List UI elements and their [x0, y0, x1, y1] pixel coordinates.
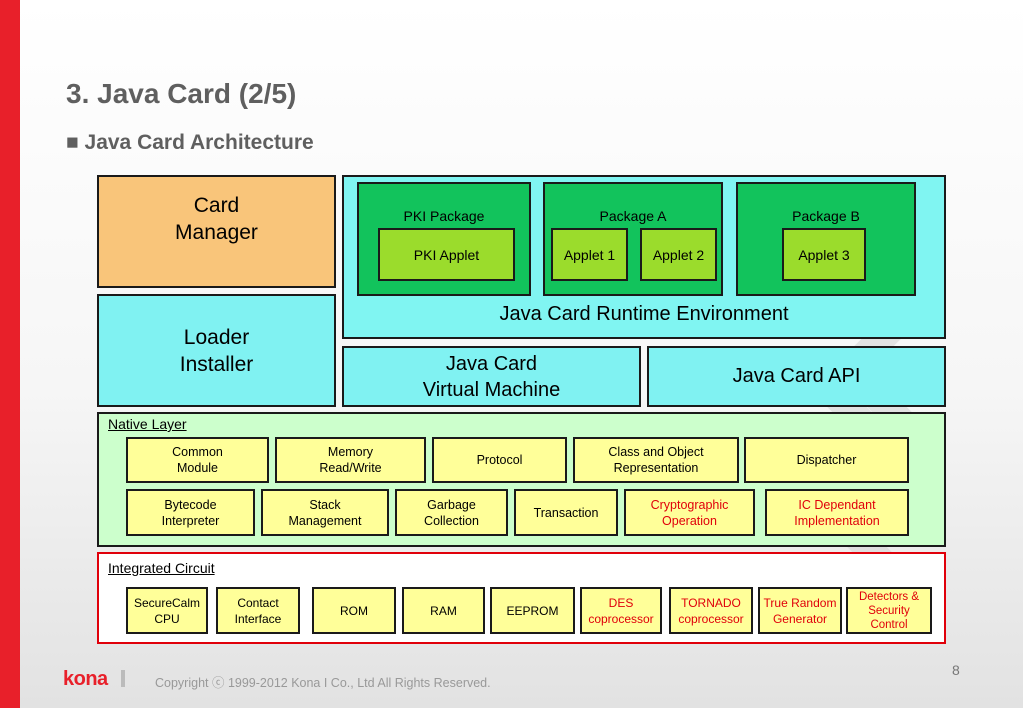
- component-label: DES coprocessor: [588, 595, 654, 626]
- ic-component-ram: RAM: [402, 587, 485, 634]
- module-label: Stack Management: [288, 497, 362, 528]
- kona-logo: kona: [63, 668, 108, 690]
- component-label: ROM: [340, 603, 368, 618]
- ic-component-tornado: TORNADO coprocessor: [669, 587, 753, 634]
- card-manager-box: Card Manager: [97, 175, 336, 288]
- package-name: PKI Package: [403, 208, 485, 224]
- applet-box: PKI Applet: [378, 228, 515, 281]
- module-label: Transaction: [533, 505, 599, 520]
- component-label: TORNADO coprocessor: [678, 595, 744, 626]
- ic-component-eeprom: EEPROM: [490, 587, 575, 634]
- module-label: Common Module: [172, 445, 223, 475]
- accent-sidebar: [0, 0, 20, 708]
- module-label: Memory Read/Write: [319, 445, 382, 475]
- page-title: 3. Java Card (2/5): [66, 78, 297, 109]
- native-module-crypto: Cryptographic Operation: [624, 489, 755, 536]
- section-subtitle: ■ Java Card Architecture: [66, 131, 314, 154]
- package-pki: PKI Package PKI Applet: [357, 182, 531, 296]
- applet-label: Applet 2: [652, 246, 705, 263]
- native-module-dispatcher: Dispatcher: [744, 437, 909, 483]
- native-module-stack: Stack Management: [261, 489, 389, 536]
- virtual-machine-label: Java Card Virtual Machine: [422, 352, 561, 401]
- page-number: 8: [952, 662, 960, 678]
- ic-component-detectors: Detectors & Security Control: [846, 587, 932, 634]
- java-card-api-box: Java Card API: [647, 346, 946, 407]
- native-module-class-object: Class and Object Representation: [573, 437, 739, 483]
- applet-box: Applet 1: [551, 228, 628, 281]
- copyright-footer: Copyright ⓒ 1999-2012 Kona I Co., Ltd Al…: [155, 676, 491, 690]
- package-a: Package A Applet 1 Applet 2: [543, 182, 723, 296]
- component-label: EEPROM: [506, 603, 559, 618]
- integrated-circuit-label: Integrated Circuit: [108, 560, 215, 576]
- component-label: Detectors & Security Control: [858, 590, 920, 631]
- module-label: Garbage Collection: [424, 497, 479, 528]
- applet-label: Applet 3: [798, 246, 850, 263]
- module-label: Protocol: [476, 453, 523, 467]
- module-label: Dispatcher: [796, 453, 857, 467]
- runtime-environment-label: Java Card Runtime Environment: [499, 302, 789, 325]
- applet-label: PKI Applet: [413, 246, 480, 263]
- module-label: Bytecode Interpreter: [161, 497, 220, 528]
- native-module-common: Common Module: [126, 437, 269, 483]
- component-label: Contact Interface: [234, 595, 282, 626]
- logo-divider: [121, 670, 125, 687]
- applet-label: Applet 1: [563, 246, 616, 263]
- component-label: SecureCalm CPU: [133, 595, 201, 626]
- native-module-garbage: Garbage Collection: [395, 489, 508, 536]
- native-module-transaction: Transaction: [514, 489, 618, 536]
- native-module-memory: Memory Read/Write: [275, 437, 426, 483]
- ic-component-trng: True Random Generator: [758, 587, 842, 634]
- package-name: Package B: [792, 208, 860, 224]
- module-label: Class and Object Representation: [608, 445, 704, 475]
- ic-component-des: DES coprocessor: [580, 587, 662, 634]
- loader-installer-label: Loader Installer: [179, 325, 254, 376]
- virtual-machine-box: Java Card Virtual Machine: [342, 346, 641, 407]
- ic-component-rom: ROM: [312, 587, 396, 634]
- component-label: True Random Generator: [763, 595, 837, 626]
- component-label: RAM: [430, 603, 457, 618]
- ic-component-cpu: SecureCalm CPU: [126, 587, 208, 634]
- native-module-protocol: Protocol: [432, 437, 567, 483]
- applet-box: Applet 3: [782, 228, 866, 281]
- package-name: Package A: [599, 208, 667, 224]
- applet-box: Applet 2: [640, 228, 717, 281]
- java-card-api-label: Java Card API: [732, 365, 861, 387]
- package-b: Package B Applet 3: [736, 182, 916, 296]
- native-module-ic-dependant: IC Dependant Implementation: [765, 489, 909, 536]
- module-label: IC Dependant Implementation: [794, 497, 880, 528]
- ic-component-contact: Contact Interface: [216, 587, 300, 634]
- native-layer-label: Native Layer: [108, 416, 187, 432]
- native-module-bytecode: Bytecode Interpreter: [126, 489, 255, 536]
- card-manager-label: Card Manager: [175, 194, 258, 244]
- loader-installer-box: Loader Installer: [97, 294, 336, 407]
- module-label: Cryptographic Operation: [650, 497, 729, 528]
